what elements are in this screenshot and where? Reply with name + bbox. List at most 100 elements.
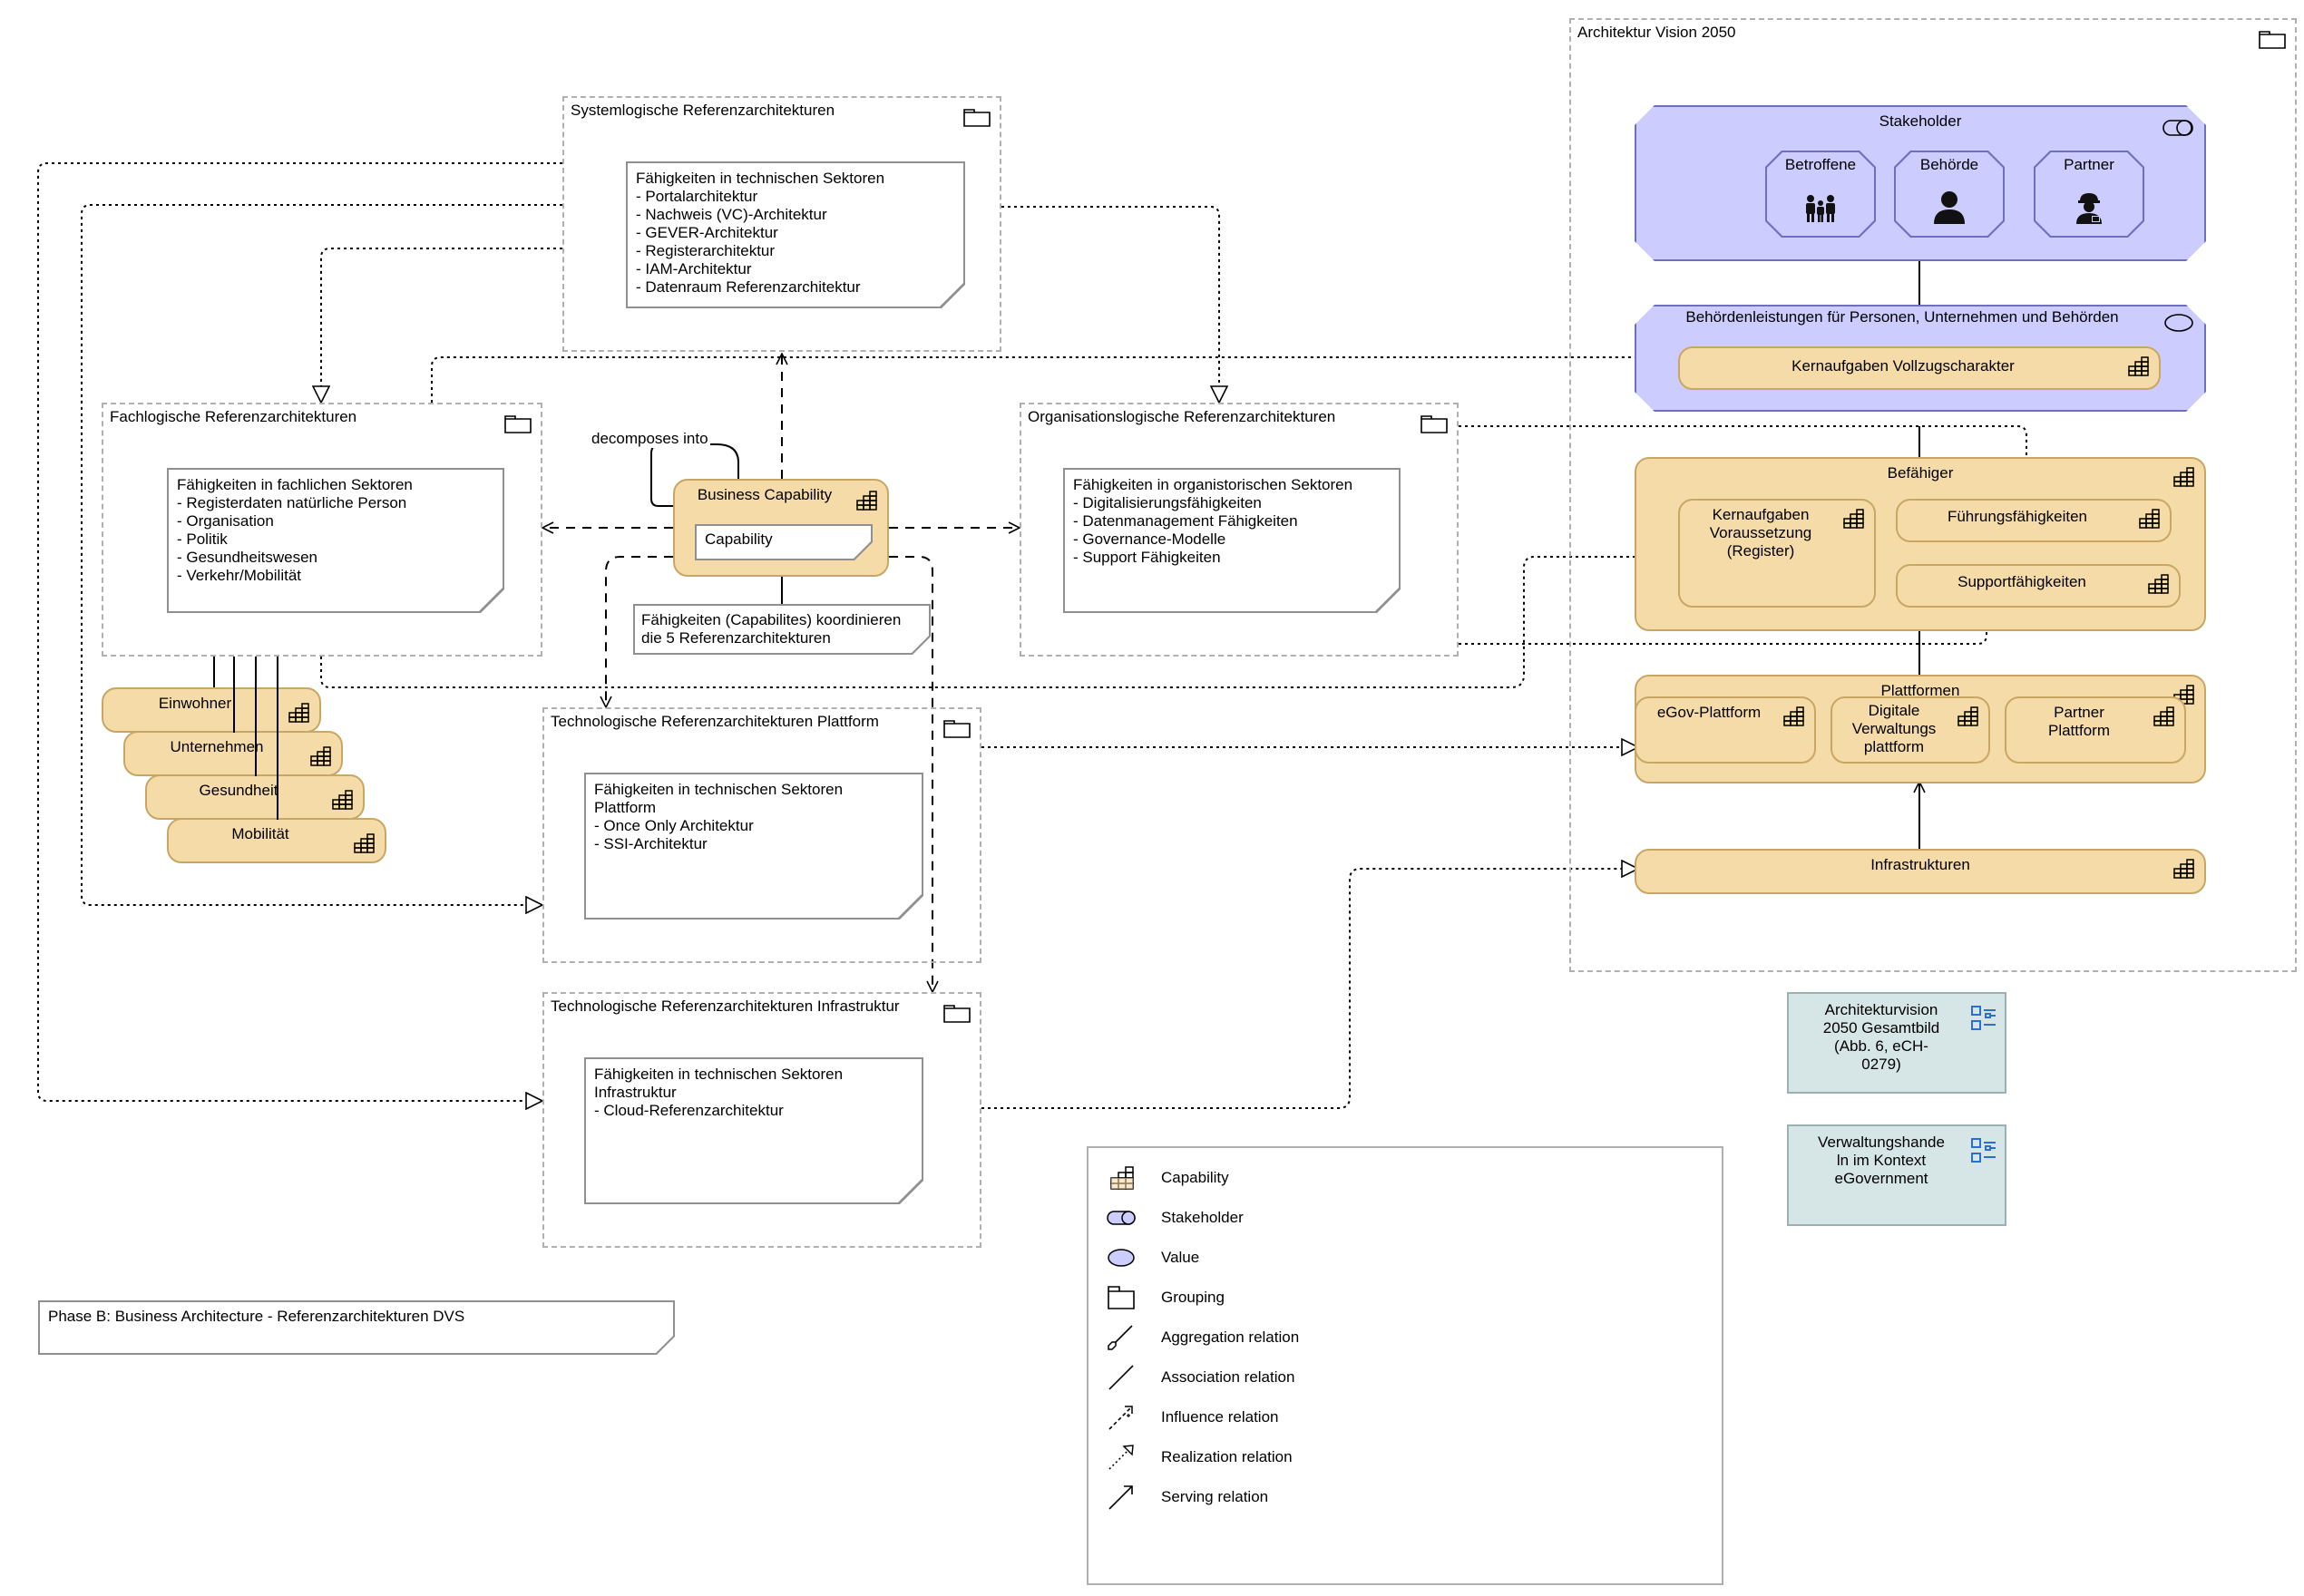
kernaufgaben-vollzug-label: Kernaufgaben Vollzugscharakter [1791,357,2015,375]
value-icon [1108,1249,1135,1267]
systemlogische-note: Fähigkeiten in technischen Sektoren - Po… [628,163,963,307]
business-capability-label: Business Capability [697,486,833,503]
sector-label: Unternehmen [170,738,264,755]
realization-infra-to-infrastructures [981,869,1638,1109]
partner-label: Partner [2064,156,2114,173]
capability-icon [2128,356,2149,376]
organisationslogische-title: Organisationslogische Referenzarchitektu… [1028,408,1336,425]
realization-icon [1108,1445,1134,1470]
capability-icon [856,491,877,511]
reference-label: Verwaltungshande ln im Kontext eGovernme… [1818,1134,1945,1187]
vision-group[interactable]: Architektur Vision 2050 [1569,18,2297,972]
services-title: Behördenleistungen für Personen, Unterne… [1685,308,2119,326]
group-systemlogische[interactable]: Systemlogische Referenzarchitekturen [562,96,1001,352]
plattform-note: Fähigkeiten in technischen Sektoren Plat… [586,774,922,918]
voraussetzung-label: Kernaufgaben Voraussetzung (Register) [1709,506,1812,560]
legend-label: Aggregation relation [1161,1328,1300,1346]
capability-kernaufgaben-voraussetzung[interactable]: Kernaufgaben Voraussetzung (Register) [1678,499,1876,608]
digitale-label: Digitale Verwaltungs plattform [1851,702,1937,755]
capability-icon [310,746,331,766]
folder-icon [943,1005,971,1023]
stakeholder-icon [1107,1211,1136,1225]
infrastruktur-note: Fähigkeiten in technischen Sektoren Infr… [586,1059,922,1202]
fachlogische-note: Fähigkeiten in fachlichen Sektoren - Reg… [169,470,503,611]
legend-label: Influence relation [1161,1408,1279,1426]
organisationslogische-note: Fähigkeiten in organistorischen Sektoren… [1065,470,1399,611]
fachlogische-title: Fachlogische Referenzarchitekturen [110,408,357,425]
group-fachlogische[interactable]: Fachlogische Referenzarchitekturen [102,403,542,657]
diagram-reference-icon [1971,1138,1996,1163]
serving-icon [1108,1485,1133,1510]
capability-sector-unternehmen[interactable]: Unternehmen [123,731,343,776]
capability-icon [2173,467,2194,487]
capability-sector-gesundheit[interactable]: Gesundheit [145,774,365,820]
legend-label: Capability [1161,1169,1229,1186]
betroffene-label: Betroffene [1784,156,1857,173]
behoerde-content: Behörde [1894,151,2005,238]
services-content: Behördenleistungen für Personen, Unterne… [1635,305,2206,412]
capability-note: Capability [697,526,871,559]
folder-icon [2259,31,2286,49]
fuehrung-label: Führungsfähigkeiten [1947,508,2088,525]
legend-label: Association relation [1161,1368,1295,1386]
capability-partner-plattform[interactable]: Partner Plattform [2005,696,2186,764]
capability-infrastrukturen[interactable]: Infrastrukturen [1635,849,2206,894]
sector-label: Mobilität [231,825,289,842]
reference-label: Architekturvision 2050 Gesamtbild (Abb. … [1822,1001,1940,1073]
befaehiger-title: Befähiger [1887,464,1954,482]
group-organisationslogische[interactable]: Organisationslogische Referenzarchitektu… [1020,403,1459,657]
realization-business-to-prerequisites [320,557,1678,688]
stakeholder-icon [2162,120,2193,136]
capability-sector-einwohner[interactable]: Einwohner [102,687,321,733]
capability-sector-mobilitaet[interactable]: Mobilität [167,818,386,863]
folder-icon [504,415,532,433]
capability-icon [1783,706,1804,726]
stakeholder-betroffene[interactable] [1765,151,1876,238]
influence-to-platform [606,556,673,707]
capability-icon [2173,859,2194,879]
legend-label: Serving relation [1161,1488,1269,1505]
behoerde-label: Behörde [1919,156,1979,173]
group-technologische-infrastruktur[interactable]: Technologische Referenzarchitekturen Inf… [542,992,981,1248]
sector-label: Gesundheit [199,782,278,799]
decomposes-into-label: decomposes into [590,430,710,448]
group-technologische-plattform[interactable]: Technologische Referenzarchitekturen Pla… [542,707,981,963]
influence-to-infrastructure [889,556,932,992]
realization-system-to-business [321,248,562,403]
realization-organisation-to-leadership [1459,425,2026,499]
realization-business-to-core [431,357,1667,403]
value-icon [2164,314,2193,332]
coordination-note: Fähigkeiten (Capabilites) koordinieren d… [635,606,929,653]
plattform-group-title: Technologische Referenzarchitekturen Pla… [551,713,879,730]
capability-fuehrungsfaehigkeiten[interactable]: Führungsfähigkeiten [1896,499,2172,542]
person-icon [1934,191,1965,224]
capability-icon [288,703,309,723]
capability-supportfaehigkeiten[interactable]: Supportfähigkeiten [1896,564,2181,608]
realization-system-to-infrastructure [37,162,562,1101]
diagram-reference-architekturvision[interactable]: Architekturvision 2050 Gesamtbild (Abb. … [1787,992,2006,1094]
capability-icon [354,833,375,853]
capability-icon [2148,574,2169,594]
realization-system-to-platform [81,204,562,905]
capability-icon [1843,509,1864,529]
aggregation-icon [1108,1325,1133,1350]
footer-note: Phase B: Business Architecture - Referen… [40,1302,673,1353]
vision-group-title: Architektur Vision 2050 [1577,24,1736,41]
diagram-reference-verwaltungshandeln[interactable]: Verwaltungshande ln im Kontext eGovernme… [1787,1124,2006,1226]
partner-content: Partner [2034,151,2144,238]
capability-digitale-verwaltungsplattform[interactable]: Digitale Verwaltungs plattform [1831,696,1990,764]
realization-system-to-organisation [1001,206,1219,403]
capability-egov-plattform[interactable]: eGov-Plattform [1635,696,1816,764]
capability-kernaufgaben-vollzug[interactable]: Kernaufgaben Vollzugscharakter [1678,346,2161,390]
plattformen-title: Plattformen [1880,682,1960,699]
sector-label: Einwohner [158,695,232,712]
capability-icon [2173,685,2194,705]
folder-icon [943,720,971,738]
capability-icon [2153,706,2174,726]
support-label: Supportfähigkeiten [1957,573,2086,590]
partner-plattform-label: Partner Plattform [2047,704,2111,739]
association-icon [1108,1365,1134,1390]
grouping-icon [1108,1286,1135,1309]
legend-label: Value [1161,1249,1200,1266]
capability-icon [1957,706,1978,726]
